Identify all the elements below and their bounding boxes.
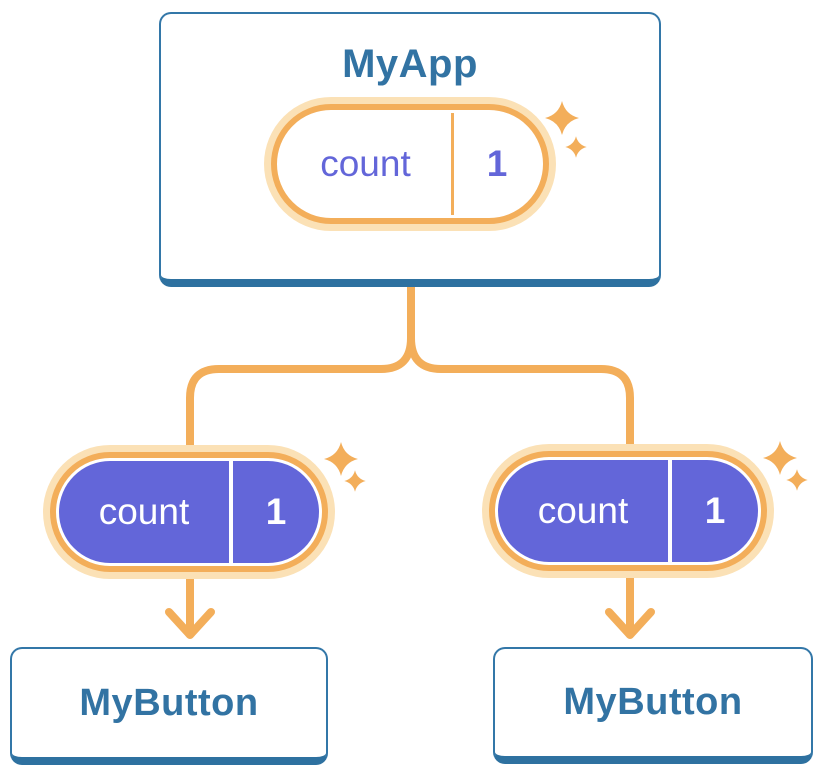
connector-branch-right (407, 276, 634, 634)
pill-divider (451, 113, 454, 215)
mybutton-card-left: MyButton (10, 647, 328, 765)
prop-value: 1 (265, 491, 287, 532)
card-title: MyButton (563, 681, 743, 723)
state-pill-ring: count 1 (271, 104, 549, 224)
card-title: MyApp (342, 42, 478, 86)
state-name: count (320, 143, 411, 184)
state-pill: count 1 (264, 97, 556, 231)
prop-pill-ring: count 1 (489, 451, 767, 571)
prop-pill-body: count 1 (498, 460, 758, 562)
prop-value: 1 (704, 490, 726, 531)
prop-name: count (98, 491, 190, 532)
prop-pill-left: count 1 (43, 445, 335, 579)
prop-pill-right: count 1 (482, 444, 774, 578)
prop-pill-body: count 1 (59, 461, 319, 563)
mybutton-card-right: MyButton (493, 647, 813, 764)
sparkle-icon (763, 441, 808, 491)
arrow-down-icon (165, 608, 215, 639)
pill-divider (668, 460, 672, 562)
card-title: MyButton (79, 681, 259, 724)
prop-pill-ring: count 1 (50, 452, 328, 572)
prop-name: count (537, 490, 629, 531)
sparkle-icon (545, 101, 587, 158)
arrow-down-icon (605, 608, 655, 639)
state-pill-body: count 1 (280, 113, 540, 215)
pill-divider (229, 461, 233, 563)
sparkle-icon (324, 442, 366, 492)
myapp-card: MyApp count 1 (159, 12, 661, 287)
state-value: 1 (486, 143, 508, 184)
